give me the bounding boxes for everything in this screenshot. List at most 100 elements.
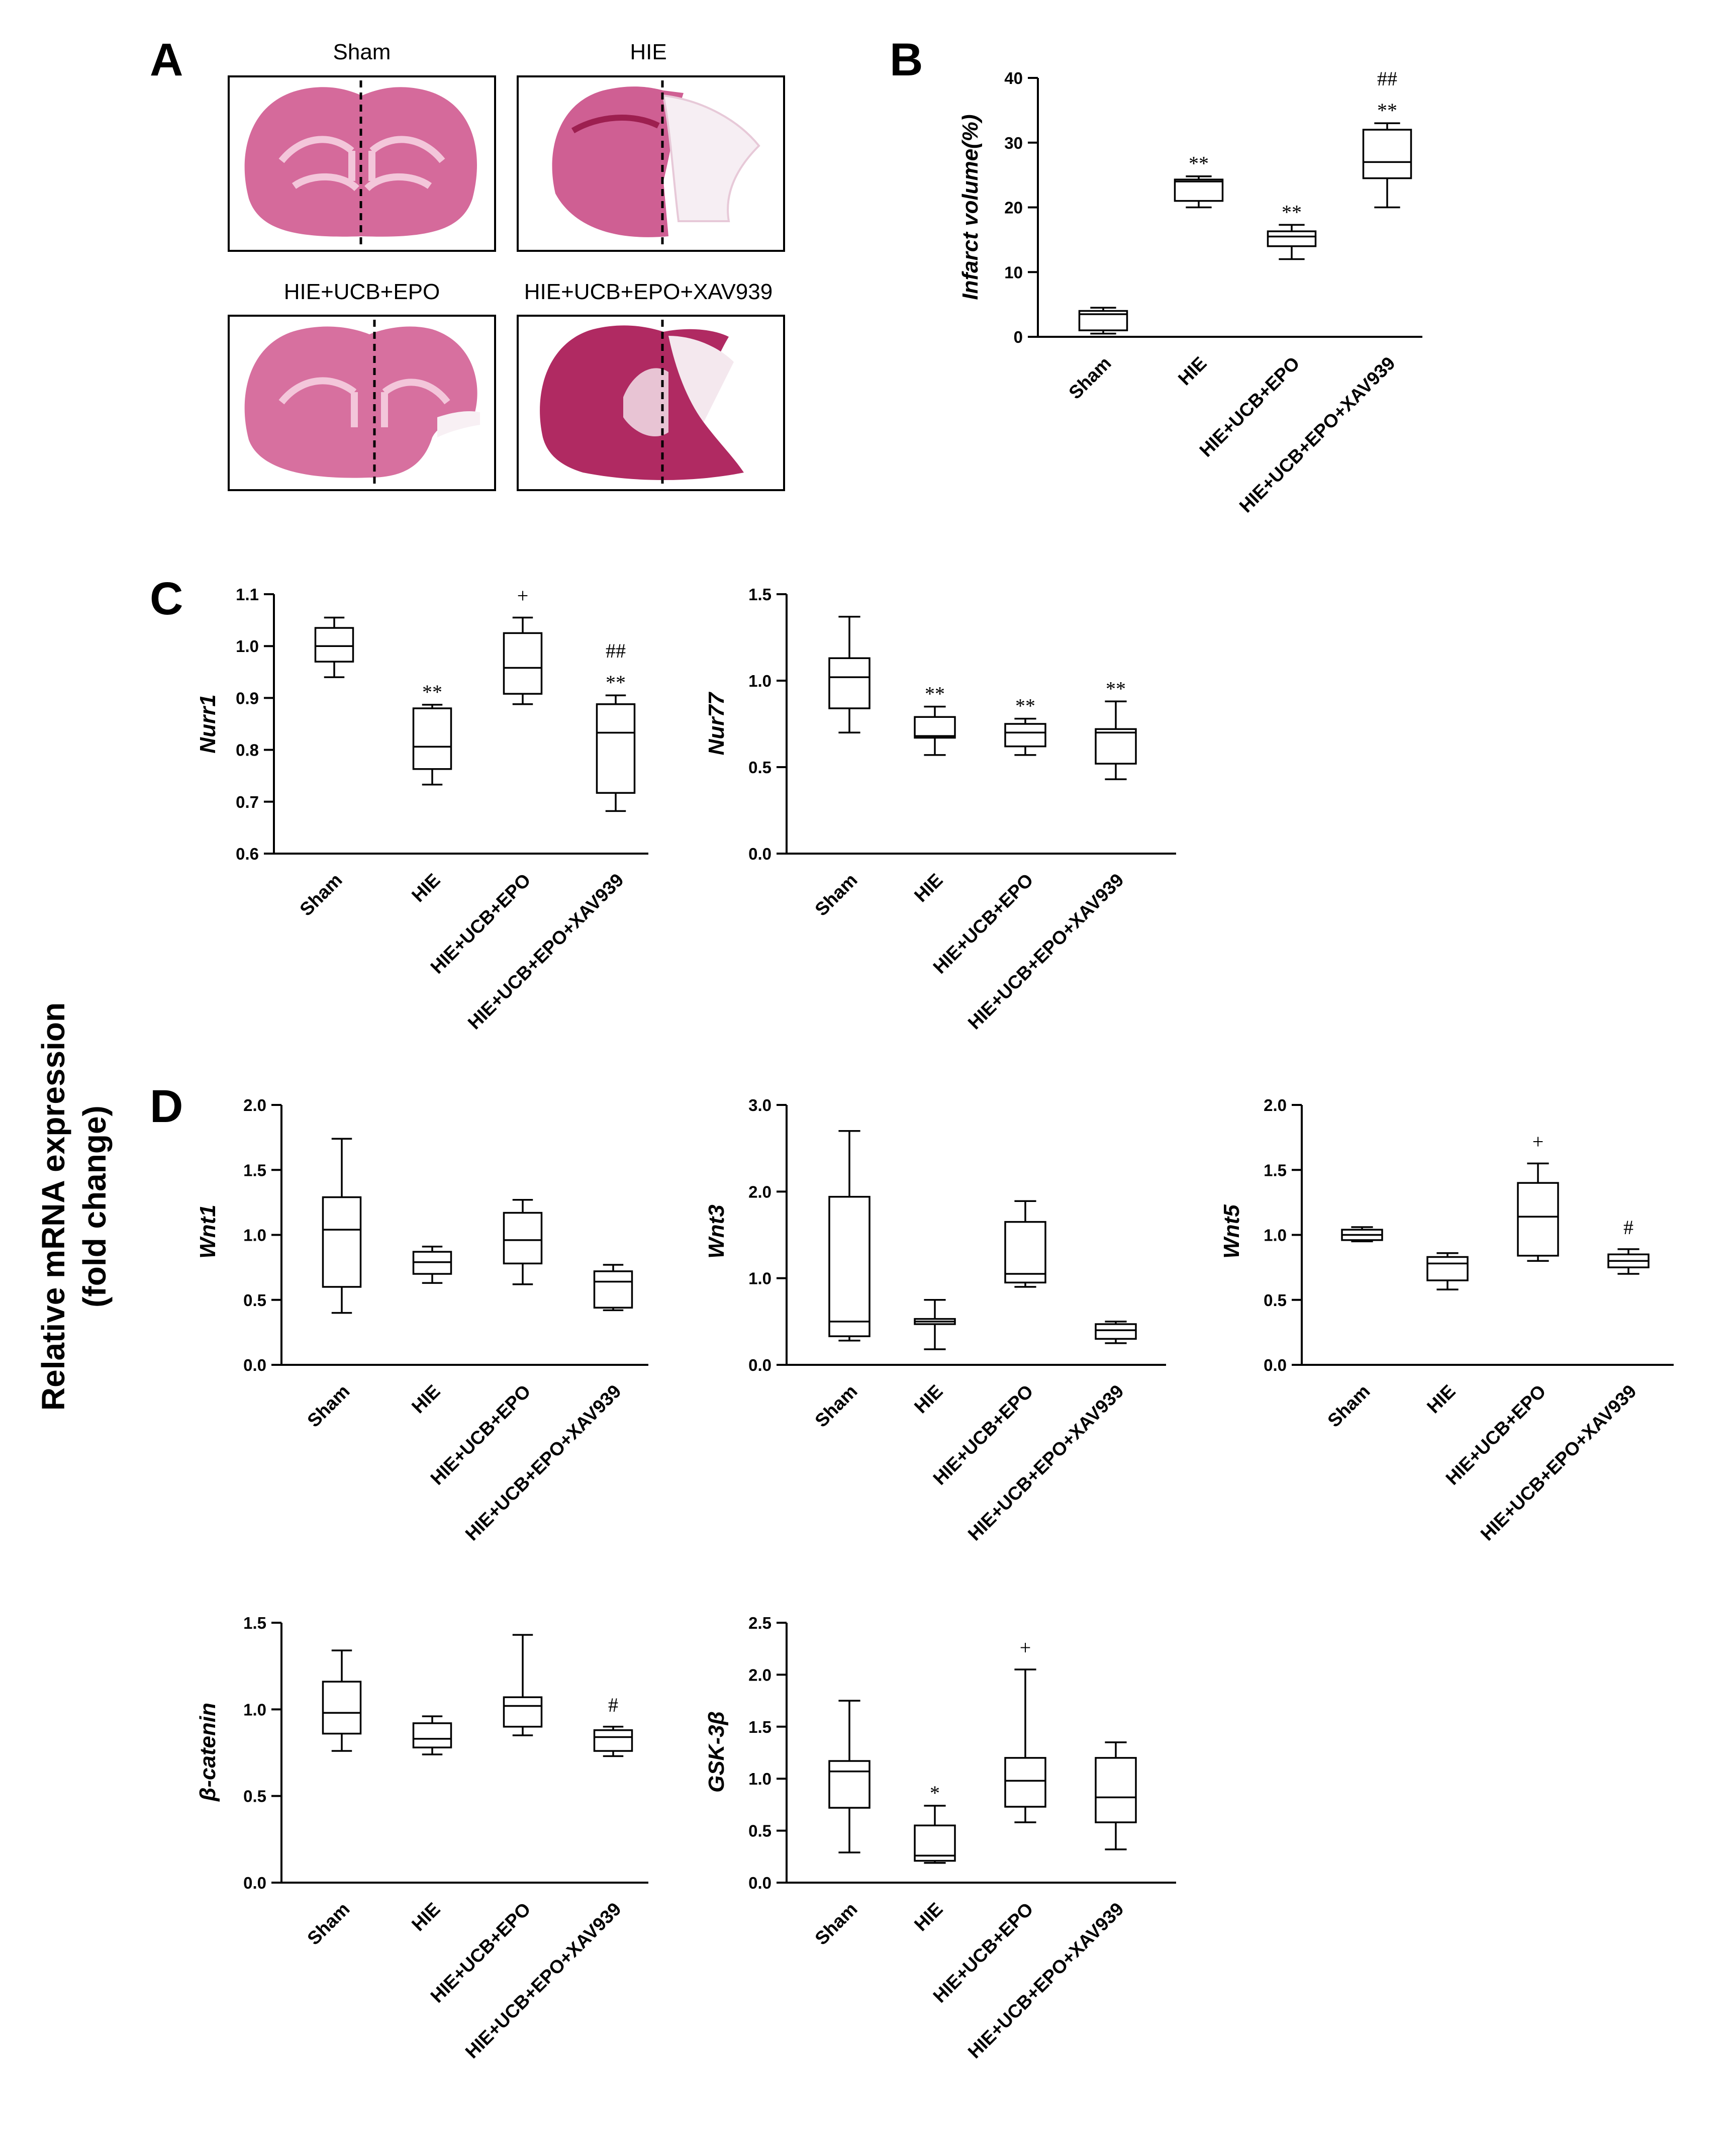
- category-label: HIE: [408, 1381, 444, 1418]
- category-label: Sham: [811, 1899, 861, 1949]
- y-tick-label: 1.5: [243, 1161, 266, 1179]
- significance-mark: +: [517, 584, 529, 607]
- y-tick-label: 2.0: [748, 1182, 771, 1201]
- y-tick-label: 1.5: [243, 1614, 266, 1632]
- iqr-box: [828, 1760, 871, 1809]
- iqr-box: [914, 716, 956, 739]
- box-hie-ucb-epo-xav939: #HIE+UCB+EPO+XAV939: [1477, 1216, 1650, 1545]
- iqr-box: [1362, 129, 1412, 179]
- image-title-hie-ucb-epo-xav939: HIE+UCB+EPO+XAV939: [524, 280, 773, 304]
- iqr-box: [593, 1270, 633, 1309]
- y-tick-label: 0: [1014, 328, 1023, 346]
- box-hie: ** HIE: [408, 681, 452, 906]
- box-hie: *HIE: [910, 1782, 956, 1935]
- chart-d5: GSK-3β0.00.51.01.52.02.5Sham*HIE+HIE+UCB…: [704, 1614, 1176, 2063]
- y-tick-label: 3.0: [748, 1096, 771, 1114]
- category-label: HIE: [910, 870, 947, 906]
- significance-mark: **: [1282, 201, 1302, 223]
- significance-mark: #: [608, 1694, 618, 1716]
- category-label: Sham: [296, 870, 346, 920]
- significance-mark: +: [1020, 1636, 1031, 1659]
- image-title-hie-ucb-epo: HIE+UCB+EPO: [284, 280, 440, 304]
- significance-mark: #: [1623, 1216, 1633, 1239]
- category-label: HIE+UCB+EPO+XAV939: [1235, 353, 1399, 517]
- y-axis-label: Wnt3: [704, 1204, 729, 1259]
- box-hie-ucb-epo-xav939: HIE+UCB+EPO+XAV939: [964, 1741, 1137, 2063]
- box-sham: Sham: [1323, 1226, 1383, 1431]
- category-label: Sham: [1065, 353, 1115, 403]
- panel-letter-b: B: [890, 34, 923, 85]
- y-axis-label: GSK-3β: [704, 1711, 729, 1793]
- y-tick-label: 0.5: [748, 758, 771, 777]
- brain-image-sham: [228, 75, 496, 252]
- box-hie: HIE: [408, 1246, 452, 1418]
- category-label: HIE: [408, 1899, 444, 1935]
- box-hie: HIE: [408, 1715, 452, 1935]
- panel-letter-c: C: [150, 573, 183, 624]
- category-label: Sham: [1323, 1381, 1374, 1431]
- y-tick-label: 0.0: [1264, 1356, 1287, 1374]
- iqr-box: [1095, 728, 1137, 765]
- y-tick-label: 0.0: [243, 1356, 266, 1374]
- y-tick-label: 1.1: [236, 585, 259, 604]
- box-sham: Sham: [1065, 307, 1128, 403]
- iqr-box: [1004, 1221, 1046, 1284]
- iqr-box: [1174, 178, 1224, 202]
- chart-c2: Nur770.00.51.01.5Sham**HIE**HIE+UCB+EPO*…: [704, 585, 1176, 1034]
- box-hie: **HIE: [910, 683, 956, 906]
- iqr-box: [593, 1729, 633, 1752]
- y-tick-label: 0.5: [748, 1822, 771, 1840]
- box-hie-ucb-epo: **HIE+UCB+EPO: [1196, 201, 1317, 461]
- box-hie: HIE: [910, 1299, 956, 1418]
- y-tick-label: 0.5: [243, 1787, 266, 1806]
- y-tick-label: 0.5: [243, 1291, 266, 1310]
- significance-mark: **: [1106, 677, 1126, 700]
- image-title-sham: Sham: [333, 40, 391, 64]
- iqr-box: [596, 703, 636, 794]
- box-hie-ucb-epo: HIE+UCB+EPO: [929, 1200, 1046, 1489]
- category-label: HIE+UCB+EPO+XAV939: [461, 1899, 625, 2063]
- y-tick-label: 10: [1004, 263, 1023, 282]
- y-tick-label: 2.0: [748, 1665, 771, 1684]
- iqr-box: [1517, 1182, 1559, 1257]
- category-label: HIE: [408, 870, 444, 906]
- brain-image-hie-ucb-epo: [228, 315, 496, 491]
- iqr-box: [412, 707, 452, 770]
- box-hie-ucb-epo: +HIE+UCB+EPO: [929, 1636, 1046, 2007]
- box-sham: Sham: [811, 615, 871, 920]
- iqr-box: [503, 1212, 543, 1265]
- box-sham: Sham: [296, 616, 354, 920]
- box-sham: Sham: [303, 1649, 362, 1949]
- significance-mark: **: [1015, 695, 1035, 717]
- box-hie-ucb-epo: HIE+UCB+EPO: [427, 1198, 543, 1489]
- y-tick-label: 40: [1004, 69, 1023, 87]
- iqr-box: [1004, 723, 1046, 748]
- category-label: Sham: [811, 1381, 861, 1431]
- y-tick-label: 1.5: [1264, 1161, 1287, 1179]
- chart-c1: CNurr10.60.70.80.91.01.1Sham**HIE+HIE+UC…: [150, 573, 648, 1034]
- significance-mark: **: [422, 681, 442, 703]
- box-hie-ucb-epo-xav939: # HIE+UCB+EPO+XAV939: [461, 1694, 633, 2063]
- category-label: HIE: [910, 1899, 947, 1935]
- category-label: HIE+UCB+EPO+XAV939: [964, 870, 1128, 1034]
- category-label: HIE: [910, 1381, 947, 1418]
- y-tick-label: 1.5: [748, 1718, 771, 1736]
- iqr-box: [828, 1195, 871, 1337]
- y-tick-label: 1.5: [748, 585, 771, 604]
- svg-text:(fold change): (fold change): [76, 1105, 113, 1308]
- brain-image-hie: [517, 75, 785, 252]
- box-hie-ucb-epo-xav939: ** HIE+UCB+EPO+XAV939: [964, 677, 1137, 1034]
- category-label: HIE+UCB+EPO+XAV939: [464, 870, 628, 1034]
- iqr-box: [1095, 1757, 1137, 1823]
- svg-text:Relative mRNA expression: Relative mRNA expression: [35, 1002, 71, 1411]
- y-tick-label: 1.0: [243, 1226, 266, 1245]
- y-axis-label: β-catenin: [196, 1703, 220, 1802]
- iqr-box: [503, 1696, 543, 1728]
- significance-mark: **: [606, 671, 626, 694]
- box-hie: **HIE: [1174, 152, 1224, 389]
- category-label: Sham: [811, 870, 861, 920]
- category-label: HIE+UCB+EPO: [427, 870, 535, 978]
